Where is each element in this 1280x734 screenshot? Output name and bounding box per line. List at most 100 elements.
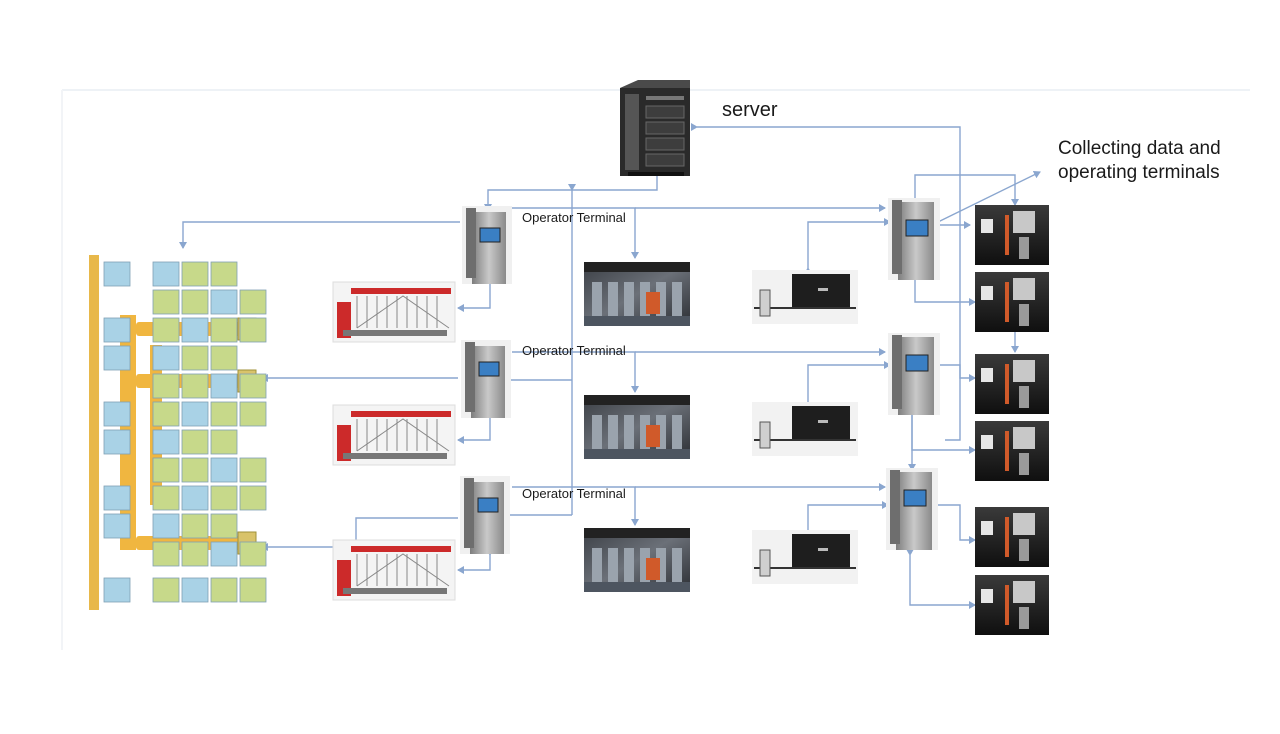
device-label [981,589,993,603]
photo-floor [584,316,690,326]
terminal-body [898,202,934,280]
operator-terminal-label-2: Operator Terminal [522,343,626,358]
device-panel [1013,427,1035,449]
device-bg [975,354,1049,414]
layout-panel [181,401,209,427]
spinning-machine-head [337,425,351,461]
operating-terminal-device-icon [975,421,1049,481]
photo-machine [672,415,682,449]
spinning-machine-frame [356,553,450,587]
factory-floor-photo [584,395,690,459]
device-arm [1019,237,1029,259]
photo-ceiling [584,262,690,272]
terminal-side [892,200,902,274]
layout-panel [210,401,238,427]
device-arm [1019,304,1029,326]
collector-sensor [759,421,771,449]
layout-panel [103,577,131,603]
terminal-side [892,335,902,409]
layout-panel [239,485,267,511]
terminal-screen [479,227,501,243]
operating-terminal-device-icon [975,575,1049,635]
device-label [981,219,993,233]
terminal-body [896,472,932,550]
terminal-side [464,478,474,548]
layout-panel [152,513,180,539]
device-arm [1019,539,1029,561]
photo-machine [656,282,666,316]
layout-panel [152,485,180,511]
spinning-machine-icon [332,539,456,601]
device-label [981,521,993,535]
device-strip [1005,585,1009,625]
layout-panel [103,345,131,371]
layout-panel [181,485,209,511]
photo-machine [656,548,666,582]
layout-panel [152,457,180,483]
operating-terminal-device-icon [975,354,1049,414]
photo-accent [646,292,660,314]
device-panel [1013,581,1035,603]
device-strip [1005,215,1009,255]
layout-panel [239,577,267,603]
spinning-machine-base [343,453,447,459]
photo-accent [646,425,660,447]
spinning-machines [332,281,456,601]
photo-accent [646,558,660,580]
layout-panel [210,513,238,539]
device-bg [975,575,1049,635]
layout-panel [181,373,209,399]
photo-ceiling [584,528,690,538]
layout-panel [181,429,209,455]
layout-panel [103,317,131,343]
layout-panel [152,289,180,315]
photo-machine [672,282,682,316]
photo-machine [640,282,650,316]
collecting-data-label: Collecting data and operating terminals [1058,138,1221,183]
terminal-body [472,212,506,284]
device-arm [1019,453,1029,475]
layout-panel [239,457,267,483]
layout-panel [210,429,238,455]
spinning-machine-icon [332,404,456,466]
device-strip [1005,517,1009,557]
terminal-screen [905,354,929,372]
layout-panel [103,429,131,455]
layout-panel [210,289,238,315]
layout-panel [152,577,180,603]
factory-floor-layout [103,261,267,603]
layout-side-strip [89,255,99,610]
layout-panel [181,317,209,343]
terminal-kiosk-icon [461,340,511,418]
photo-machine [608,548,618,582]
terminal-kiosk-icon [462,206,512,284]
device-label [981,435,993,449]
device-strip [1005,431,1009,471]
layout-panel [210,485,238,511]
device-arm [1019,386,1029,408]
collector-led [818,420,828,423]
collector-sensor [759,289,771,317]
terminal-side [890,470,900,544]
layout-panel [239,289,267,315]
data-collector-devices [752,270,858,584]
terminal-screen [905,219,929,237]
terminal-screen [478,361,500,377]
device-bg [975,507,1049,567]
photo-machine [640,415,650,449]
layout-panel [152,345,180,371]
layout-panel [210,577,238,603]
operator-terminal-label-3: Operator Terminal [522,486,626,501]
layout-panel [181,261,209,287]
layout-panel [239,541,267,567]
spinning-machine-frame [356,295,450,329]
operating-terminal-device-icon [975,272,1049,332]
layout-panel [210,541,238,567]
layout-panel [210,345,238,371]
terminal-kiosk-icon [888,333,940,415]
terminal-screen [903,489,927,507]
factory-photos [584,262,690,592]
spinning-machine-top [351,411,451,417]
right-operating-terminals [886,198,940,550]
